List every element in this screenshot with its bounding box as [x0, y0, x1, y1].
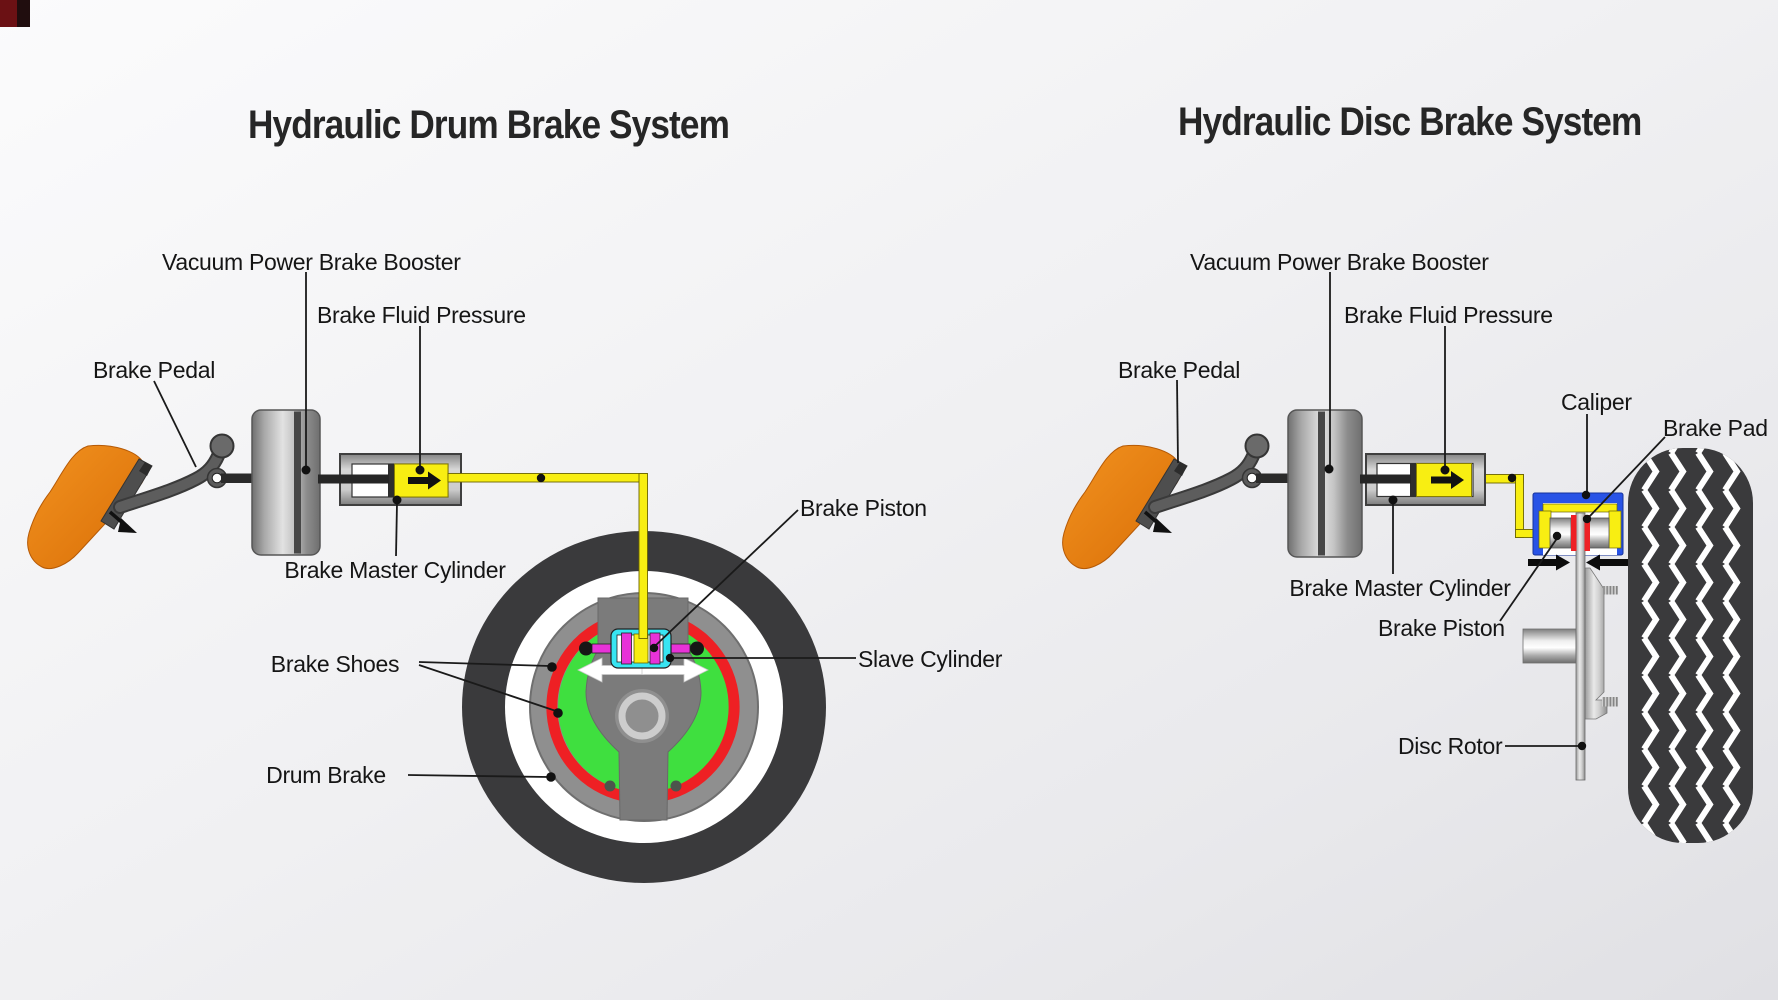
shoe-pin-right [690, 641, 704, 656]
drum-brake-diagram [28, 272, 856, 883]
label-disc-pedal: Brake Pedal [1118, 357, 1240, 383]
drum-wheel [462, 531, 826, 883]
hub-ring [618, 692, 666, 740]
wheel-stud-bottom-ribs [1602, 697, 1618, 707]
label-drum-shoes: Brake Shoes [270, 651, 400, 677]
label-disc-caliper: Caliper [1561, 389, 1632, 415]
disc-booster-diaphragm-line [1318, 411, 1325, 556]
brake-line-horizontal [447, 473, 648, 483]
caliper-fluid-left [1538, 510, 1552, 549]
axle-stub [1522, 628, 1577, 664]
master-cylinder [318, 453, 462, 506]
shoe-pin-left [579, 641, 593, 656]
hub-flange [1584, 567, 1608, 720]
drum-leader-lines [153, 272, 856, 778]
clamp-arrow-left-head-icon [1556, 554, 1570, 571]
brake-shoe-lining-right [662, 617, 740, 802]
clamp-arrow-right-head-icon [1586, 554, 1600, 571]
shoe-rivet-right [670, 780, 682, 792]
caliper-piston-right [1587, 517, 1610, 549]
disc-master-cylinder [1360, 453, 1486, 506]
brake-shoe-lining-left [546, 617, 624, 802]
disc-system-title: Hydraulic Disc Brake System [1178, 100, 1642, 144]
label-disc-piston: Brake Piston [1378, 615, 1505, 641]
disc-master-piston-plate [1410, 463, 1417, 497]
drum-system-title: Hydraulic Drum Brake System [248, 103, 730, 147]
disc-rotor-strip [1575, 512, 1586, 781]
corner-mark [0, 0, 30, 27]
caliper-fluid-right [1608, 510, 1622, 549]
label-disc-fluid: Brake Fluid Pressure [1344, 302, 1553, 328]
brake-fluid-line [447, 473, 648, 639]
label-drum-piston: Brake Piston [800, 495, 927, 521]
line-joint-dot [536, 473, 546, 483]
disc-line-vertical [1515, 474, 1524, 538]
label-drum-slave: Slave Cylinder [858, 646, 1003, 672]
label-drum-master: Brake Master Cylinder [284, 557, 506, 583]
disc-booster-pushrod [1360, 474, 1411, 484]
disc-pressure-arrow-icon [1431, 471, 1464, 489]
label-disc-booster: Vacuum Power Brake Booster [1190, 249, 1489, 275]
master-piston-plate [388, 464, 395, 497]
label-drum-booster: Vacuum Power Brake Booster [162, 249, 461, 275]
pressure-arrow-icon [408, 471, 441, 490]
disc-rotor-assembly [1522, 567, 1618, 720]
clamp-arrow-left-shaft [1528, 559, 1556, 566]
slave-piston-left [621, 632, 632, 665]
label-disc-master: Brake Master Cylinder [1289, 575, 1511, 601]
caliper-fluid-channel [1542, 503, 1618, 513]
shoe-rivet-left [604, 780, 616, 792]
disc-line-joint-dot [1507, 473, 1517, 483]
label-drum-pedal: Brake Pedal [93, 357, 215, 383]
booster-body [251, 409, 321, 556]
vacuum-booster [251, 409, 321, 556]
clamp-arrows [1528, 554, 1628, 571]
disc-leader-lines [1176, 272, 1666, 747]
brake-line-vertical [638, 473, 648, 639]
brake-pedal-assembly [28, 435, 255, 569]
disc-tire [1628, 448, 1753, 843]
tire-tread [1628, 448, 1753, 843]
booster-diaphragm-line [294, 411, 301, 554]
brake-pad-left [1571, 515, 1577, 551]
drum-leader-dots [301, 465, 675, 782]
label-drum-drum: Drum Brake [266, 762, 386, 788]
disc-brake-diagram [1063, 272, 1753, 843]
brake-pad-right [1584, 515, 1590, 551]
label-drum-fluid: Brake Fluid Pressure [317, 302, 526, 328]
booster-pushrod [318, 474, 389, 484]
label-disc-pad: Brake Pad [1663, 415, 1768, 441]
clamp-arrow-right-shaft [1600, 559, 1628, 566]
disc-leader-dots [1324, 464, 1592, 751]
label-disc-rotor: Disc Rotor [1398, 733, 1503, 759]
force-arrow-right-icon [641, 657, 709, 683]
disc-vacuum-booster [1287, 409, 1363, 558]
wheel-stud-top-ribs [1603, 586, 1618, 595]
disc-brake-pedal-assembly [1063, 435, 1290, 569]
